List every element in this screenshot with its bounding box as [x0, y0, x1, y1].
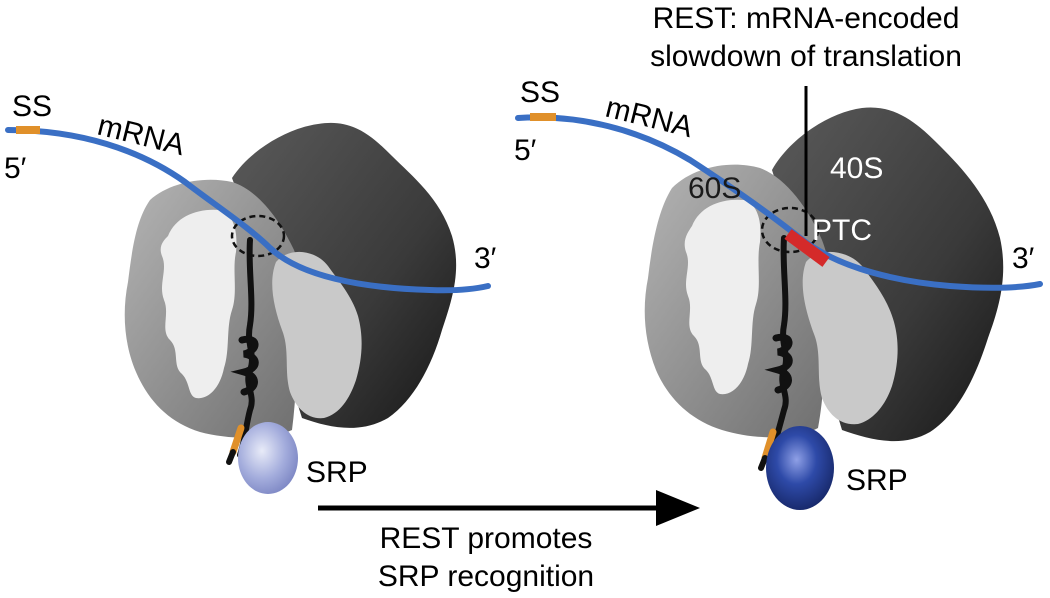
right-ptc-circle — [760, 206, 820, 254]
left-five-prime-label: 5′ — [4, 152, 27, 185]
right-srp — [766, 426, 834, 510]
rest-annotation-line1: REST: mRNA-encoded — [653, 2, 960, 35]
left-signal-sequence-chain — [229, 424, 245, 456]
right-chain-tip — [758, 455, 768, 471]
right-three-prime-label: 3′ — [1012, 242, 1035, 275]
left-large-subunit-lobe — [160, 209, 237, 399]
left-ribosome — [124, 122, 457, 494]
process-arrow — [318, 490, 700, 526]
left-srp-label: SRP — [306, 456, 368, 489]
right-40s-label: 40S — [830, 152, 883, 185]
right-mrna-label: mRNA — [602, 91, 696, 144]
left-srp — [238, 422, 298, 494]
left-mrna — [5, 127, 491, 294]
right-chain-coil — [764, 333, 793, 394]
right-srp-label: SRP — [846, 464, 908, 497]
right-five-prime-label: 5′ — [514, 134, 537, 167]
right-60s-label: 60S — [688, 172, 741, 205]
right-large-subunit-lobe — [684, 199, 761, 395]
process-arrow-head — [656, 490, 700, 526]
arrow-caption-line1: REST promotes — [380, 522, 593, 555]
right-signal-sequence-chain — [761, 428, 777, 462]
left-three-prime-label: 3′ — [474, 242, 497, 275]
left-ss-label: SS — [12, 90, 52, 123]
rest-annotation-line2: slowdown of translation — [650, 40, 962, 73]
right-ss-label: SS — [520, 76, 560, 109]
left-ptc-circle — [230, 214, 286, 258]
left-chain-tip — [226, 449, 236, 465]
left-chain-coil — [230, 335, 259, 396]
arrow-caption-line2: SRP recognition — [378, 560, 594, 593]
left-small-subunit-lobe — [272, 251, 362, 419]
right-small-subunit-lobe — [802, 251, 898, 425]
right-ptc-label: PTC — [812, 214, 872, 247]
rest-element — [784, 229, 830, 267]
